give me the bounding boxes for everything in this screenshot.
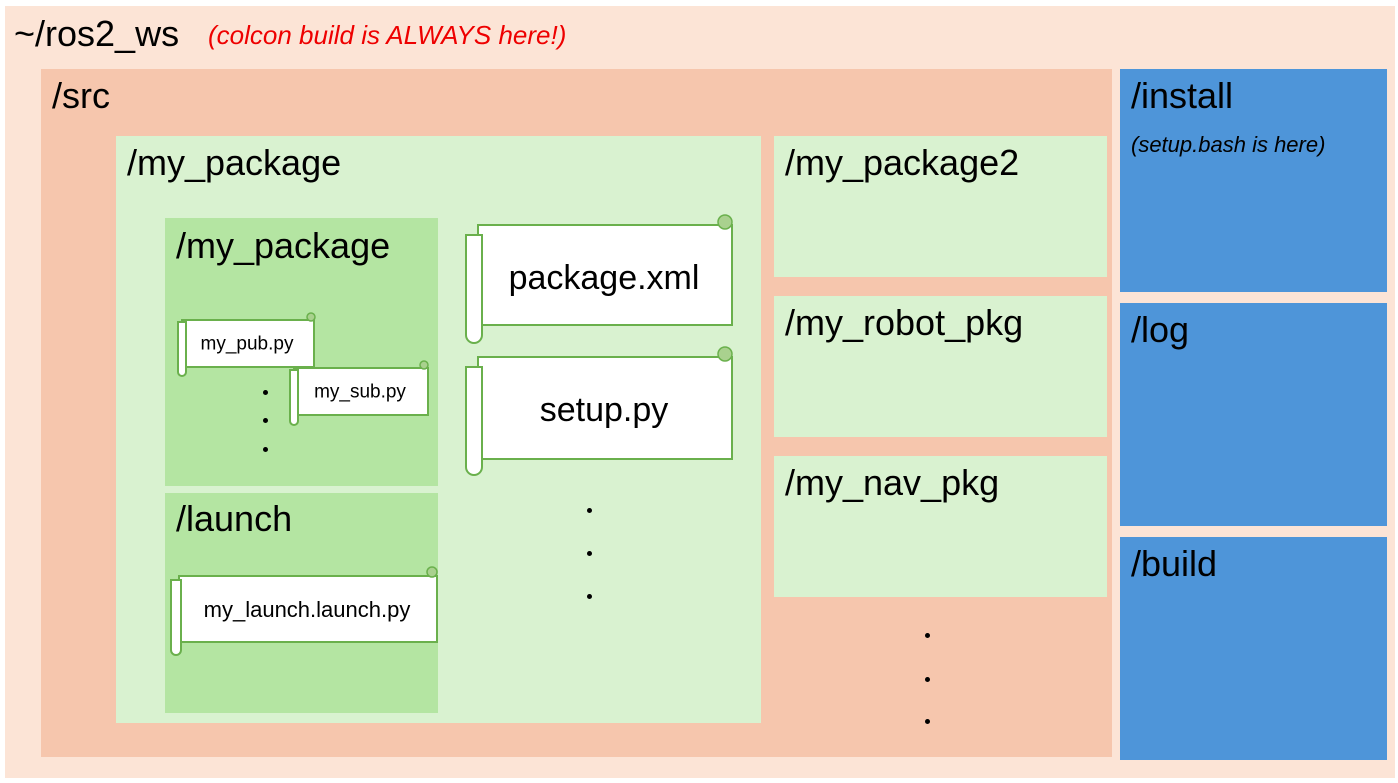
ellipsis-dot <box>587 594 592 599</box>
src-title: /src <box>52 75 110 116</box>
ellipsis-dot <box>263 418 268 423</box>
install-note: (setup.bash is here) <box>1131 132 1326 157</box>
file-name: package.xml <box>508 259 700 297</box>
file-name: setup.py <box>539 391 669 429</box>
package-xml-file: package.xml <box>464 211 738 346</box>
scroll-icon <box>170 566 438 656</box>
ellipsis-dot <box>587 508 592 513</box>
ellipsis-dot <box>925 633 930 638</box>
ellipsis-dot <box>925 719 930 724</box>
module-title: /my_package <box>176 225 391 266</box>
log-title: /log <box>1131 309 1190 350</box>
my-robot-pkg-title: /my_robot_pkg <box>785 302 1024 343</box>
file-name: my_launch.launch.py <box>203 597 411 622</box>
scroll-icon <box>177 312 316 377</box>
my-package2-folder <box>774 136 1107 277</box>
file-name: my_sub.py <box>314 381 406 403</box>
setup-py-file: setup.py <box>464 343 738 478</box>
ellipsis-dot <box>925 677 930 682</box>
my-package-title: /my_package <box>127 142 342 183</box>
my-sub-file: my_sub.py <box>286 360 432 426</box>
launch-file: my_launch.launch.py <box>169 566 441 656</box>
file-name: my_pub.py <box>200 333 294 355</box>
workspace-note: (colcon build is ALWAYS here!) <box>208 20 567 50</box>
my-nav-pkg-title: /my_nav_pkg <box>785 462 1000 503</box>
my-robot-pkg-folder <box>774 296 1107 437</box>
ellipsis-dot <box>587 551 592 556</box>
my-pub-file: my_pub.py <box>174 312 318 377</box>
ellipsis-dot <box>263 390 268 395</box>
build-title: /build <box>1131 543 1218 584</box>
my-nav-pkg-folder <box>774 456 1107 597</box>
scroll-icon <box>289 360 429 426</box>
scroll-icon <box>465 214 733 344</box>
my-package2-title: /my_package2 <box>785 142 1020 183</box>
launch-title: /launch <box>176 498 293 539</box>
build-folder <box>1120 537 1387 760</box>
ellipsis-dot <box>263 447 268 452</box>
workspace-title: ~/ros2_ws <box>14 13 180 54</box>
log-folder <box>1120 303 1387 526</box>
install-folder <box>1120 69 1387 292</box>
scroll-icon <box>465 346 733 476</box>
install-title: /install <box>1131 75 1234 116</box>
